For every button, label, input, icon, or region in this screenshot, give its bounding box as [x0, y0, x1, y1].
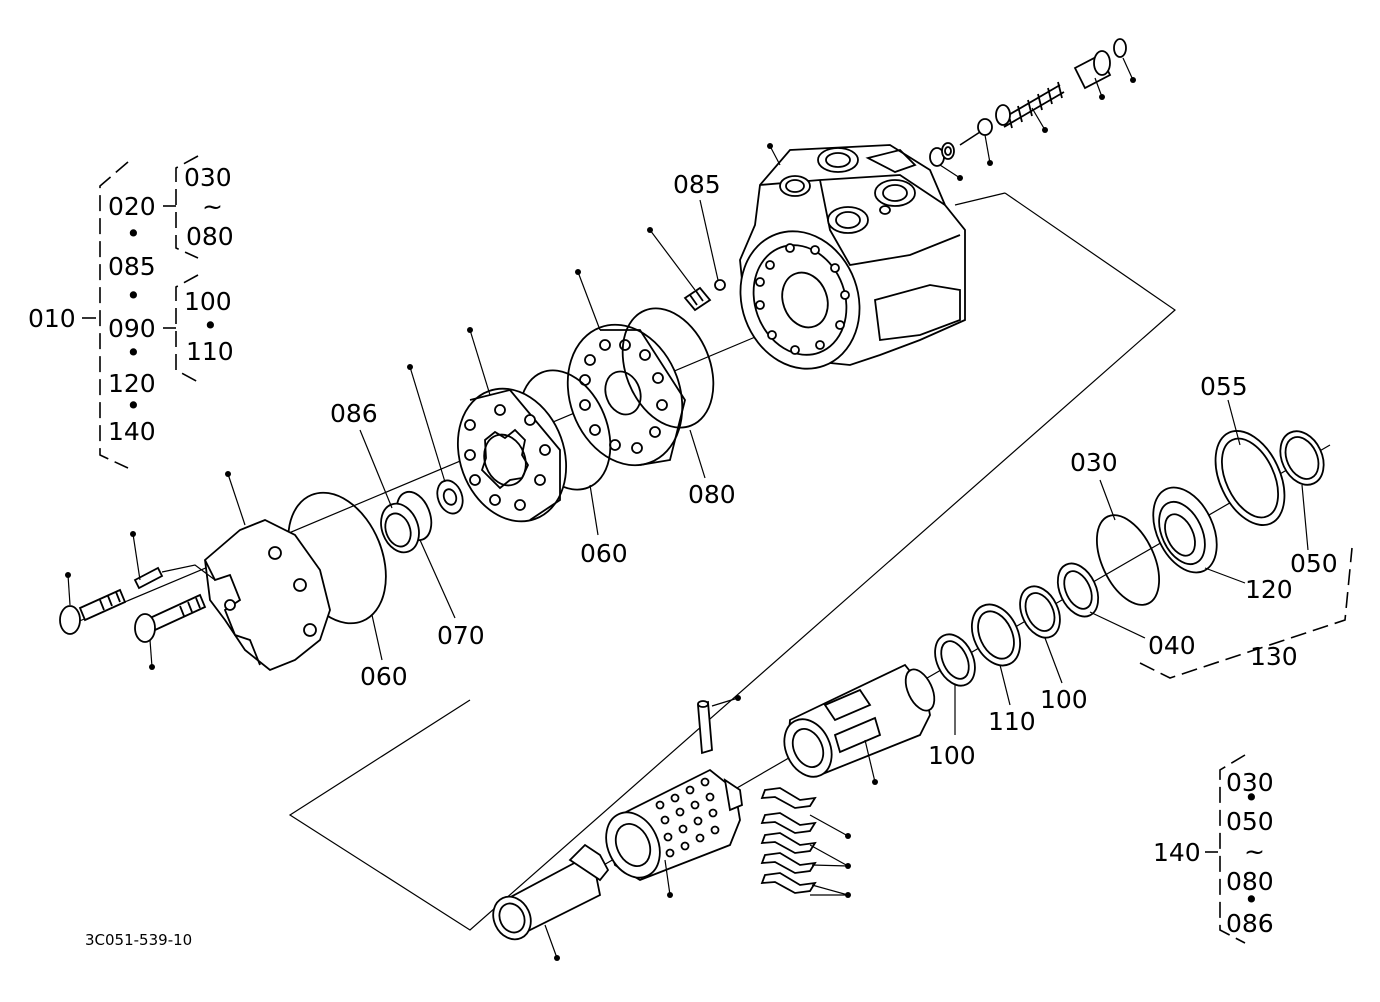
group-010-item-140: 140	[108, 417, 156, 446]
group-140-item-086: 086	[1226, 909, 1274, 938]
callout-100-left: 100	[928, 741, 976, 770]
callout-040: 040	[1148, 631, 1196, 660]
group-010-tree: 010 020 • 085 • 090 • 120 • 140 030 ~ 08…	[28, 155, 234, 469]
check-valve-spring	[683, 279, 726, 312]
plate-part	[566, 323, 686, 467]
group-010-item-085: 085	[108, 252, 156, 281]
group-020-range: ~	[202, 192, 223, 221]
group-140-sep-1: •	[1244, 783, 1259, 812]
washer-100-left	[934, 633, 976, 687]
group-010-sep-1: •	[126, 219, 141, 248]
group-090-to: 110	[186, 337, 234, 366]
callout-labels: 085 086 080 060 070 060 055 030 050 120 …	[330, 170, 1338, 770]
group-140-tree: 140 030 • 050 ~ 080 • 086	[1153, 754, 1274, 944]
group-090-sep: •	[203, 311, 218, 340]
group-010-item-120: 120	[108, 369, 156, 398]
callout-055: 055	[1200, 372, 1248, 401]
callout-060-middle: 060	[580, 539, 628, 568]
callout-120: 120	[1245, 575, 1293, 604]
callout-080: 080	[688, 480, 736, 509]
end-cap	[204, 519, 331, 672]
locating-pin	[133, 564, 216, 590]
group-090-from: 100	[184, 287, 232, 316]
group-140-item-030: 030	[1226, 768, 1274, 797]
callout-030: 030	[1070, 448, 1118, 477]
washer-100-right	[1019, 585, 1061, 639]
seal-055	[1214, 430, 1286, 526]
group-140-item-080: 080	[1226, 867, 1274, 896]
callout-070: 070	[437, 621, 485, 650]
callout-130: 130	[1250, 642, 1298, 671]
cover-120	[1152, 486, 1218, 574]
group-010-sep-3: •	[126, 338, 141, 367]
callout-086: 086	[330, 399, 378, 428]
bolt-lower	[134, 593, 207, 643]
group-010-item-090: 090	[108, 314, 156, 343]
callout-100-right: 100	[1040, 685, 1088, 714]
leader-lines	[65, 57, 1309, 961]
drive-shaft	[492, 843, 610, 941]
group-010-sep-2: •	[126, 281, 141, 310]
o-ring-030	[1096, 514, 1160, 606]
group-010-root: 010	[28, 304, 76, 333]
callout-110: 110	[988, 707, 1036, 736]
bolt-upper	[59, 588, 127, 635]
group-140-sep-2: •	[1244, 885, 1259, 914]
group-140-root: 140	[1153, 838, 1201, 867]
assembly-outline	[288, 192, 1176, 931]
gear-ring	[456, 387, 568, 523]
group-020-to: 080	[186, 222, 234, 251]
callout-050: 050	[1290, 549, 1338, 578]
assembly-outline-top	[954, 192, 1006, 206]
spool	[605, 768, 743, 881]
group-140-item-050: 050	[1226, 807, 1274, 836]
o-ring-080	[621, 307, 715, 429]
sleeve	[783, 663, 936, 778]
callout-060-left: 060	[360, 662, 408, 691]
group-140-range: ~	[1244, 837, 1265, 866]
callout-085: 085	[673, 170, 721, 199]
washer-070	[436, 479, 464, 515]
cross-pin	[697, 700, 713, 755]
bracket-130	[1139, 547, 1353, 679]
group-010-sep-4: •	[126, 391, 141, 420]
centering-springs	[760, 787, 817, 894]
housing-body	[739, 144, 966, 370]
relief-valve-parts	[929, 38, 1127, 167]
spool-holes	[655, 777, 720, 858]
group-020-from: 030	[184, 163, 232, 192]
seal-040	[1056, 562, 1100, 618]
group-010-item-020: 020	[108, 192, 156, 221]
seal-050	[1279, 430, 1325, 486]
bearing-110	[971, 603, 1021, 667]
bushing-086	[380, 502, 420, 554]
drawing-code: 3C051-539-10	[85, 931, 192, 949]
housing-bolt-holes	[755, 243, 850, 355]
